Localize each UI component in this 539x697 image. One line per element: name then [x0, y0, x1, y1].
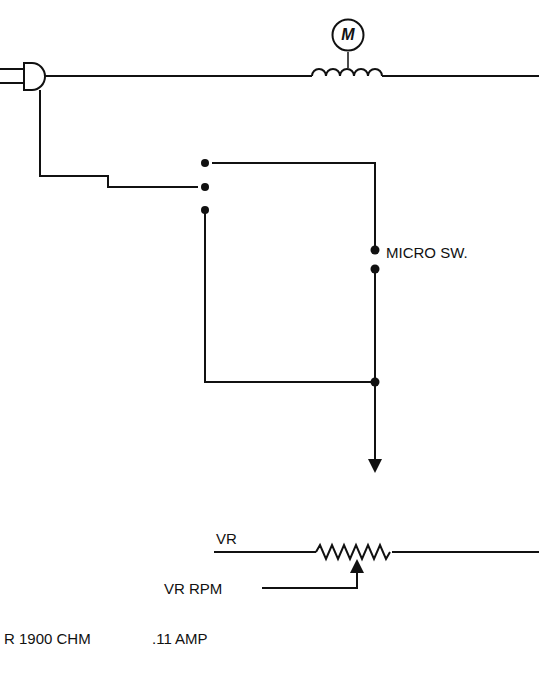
plug-symbol [0, 63, 45, 90]
motor-coil [312, 69, 382, 76]
motor-lead [347, 52, 349, 68]
wire [40, 90, 198, 187]
component-label: VR [214, 530, 239, 547]
contact-dot [201, 206, 209, 214]
contact-dot [371, 265, 380, 274]
wiper-arrow [262, 566, 357, 588]
motor-wire [382, 75, 539, 77]
contact-dot [201, 183, 209, 191]
micro-switch-contact [374, 272, 376, 382]
junction-dot [371, 378, 380, 387]
wire [374, 382, 376, 466]
rating-note: R 1900 CHM [2, 630, 93, 647]
contact-dot [201, 159, 209, 167]
wire [212, 163, 375, 246]
contact-dot [371, 246, 380, 255]
wire [205, 212, 375, 382]
motor-symbol: M [331, 18, 365, 52]
wire [214, 551, 316, 553]
switch-label: MICRO SW. [384, 244, 470, 261]
motor-wire [45, 75, 312, 77]
rating-note: .11 AMP [150, 630, 210, 647]
motor-circle [333, 20, 364, 51]
resistor-symbol [316, 545, 390, 559]
control-label: VR RPM [162, 580, 224, 597]
motor-letter: M [341, 27, 354, 43]
wire [392, 551, 539, 553]
